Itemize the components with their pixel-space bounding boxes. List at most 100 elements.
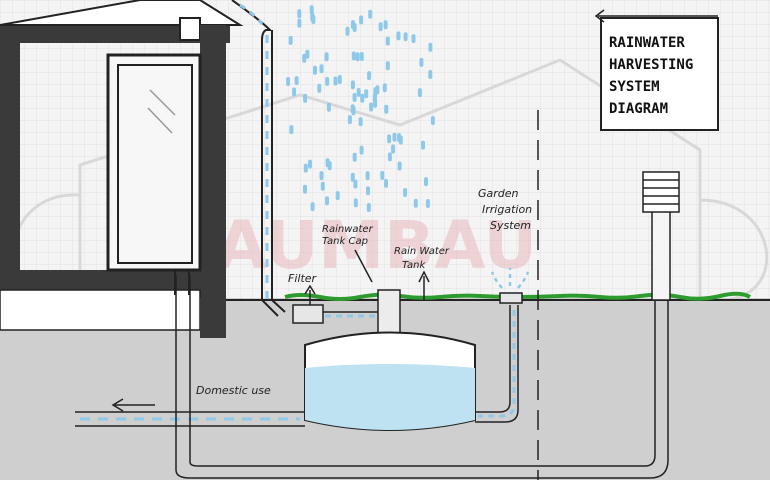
rain-drop xyxy=(319,171,324,181)
rain-drop xyxy=(411,34,416,44)
rain-drop xyxy=(359,15,364,25)
rain-drop xyxy=(425,199,430,208)
rain-drop xyxy=(365,171,370,181)
label-garden-2: Irrigation xyxy=(482,203,532,216)
rain-drop xyxy=(351,51,356,61)
rain-drop xyxy=(324,52,329,62)
rain-drop xyxy=(310,12,315,22)
rain-drop xyxy=(373,98,378,108)
label-tank-cap-2: Tank Cap xyxy=(322,236,368,247)
rain-drop xyxy=(353,198,358,208)
rain-drop xyxy=(364,89,369,99)
rain-drop xyxy=(337,75,342,84)
rain-drop xyxy=(333,76,338,86)
rain-drop xyxy=(356,87,361,97)
rain-drop xyxy=(430,116,435,125)
rain-drop xyxy=(385,36,390,46)
rain-drop xyxy=(288,35,293,45)
label-tank-2: Tank xyxy=(402,260,427,271)
label-filter: Filter xyxy=(288,272,318,285)
house xyxy=(0,0,244,338)
rain-drop xyxy=(292,87,297,97)
rain-drop xyxy=(413,198,418,208)
rain-drop xyxy=(353,179,358,189)
vent-stack xyxy=(642,171,680,301)
rain-drop xyxy=(366,186,370,196)
rain-drop xyxy=(350,104,355,114)
tank-cap xyxy=(377,289,401,336)
rain-drop xyxy=(320,181,325,191)
rain-drop xyxy=(428,42,433,52)
rain-drop xyxy=(384,178,388,188)
label-domestic-use: Domestic use xyxy=(196,384,271,397)
rain-drop xyxy=(305,49,310,59)
rain-drop xyxy=(308,159,312,169)
rain-drop xyxy=(375,85,380,95)
rain-drop xyxy=(310,202,315,212)
title-line-4: DIAGRAM xyxy=(609,101,668,117)
rain-drop xyxy=(421,140,425,150)
rain-drop xyxy=(359,52,364,61)
rain-drop xyxy=(289,125,294,135)
rain-drop xyxy=(384,104,389,114)
house-window xyxy=(106,53,202,272)
rain-drop xyxy=(378,22,383,32)
rain-drop xyxy=(355,52,360,62)
rain-drop xyxy=(360,93,365,103)
title-line-1: RAINWATER xyxy=(609,35,685,51)
rain-drop xyxy=(335,191,340,201)
rain-drop xyxy=(303,184,307,194)
rain-drop xyxy=(297,9,302,19)
rain-drop xyxy=(385,61,390,71)
rainwater-tank xyxy=(304,331,476,431)
rain-drop xyxy=(345,26,350,36)
rain-drop xyxy=(387,152,392,162)
rain-drop xyxy=(419,57,424,67)
label-garden-1: Garden xyxy=(478,187,519,200)
rain-drop xyxy=(417,88,422,98)
rain-drop xyxy=(313,65,317,75)
title-box xyxy=(600,17,719,131)
title-line-2: HARVESTING xyxy=(609,57,693,73)
rain-drop xyxy=(358,117,363,127)
rain-drop xyxy=(366,203,371,212)
label-tank-1: Rain Water xyxy=(394,246,450,257)
rain-drop xyxy=(303,163,308,173)
rain-drop xyxy=(303,93,308,103)
rain-drop xyxy=(428,70,433,79)
rain-drop xyxy=(369,102,374,112)
filter-box xyxy=(292,304,324,324)
label-garden-3: System xyxy=(490,219,531,232)
rain-drop xyxy=(326,102,331,112)
rain-drop xyxy=(350,80,355,90)
rain-drop xyxy=(294,76,299,86)
rain-drop xyxy=(325,76,330,86)
rain-drop xyxy=(392,132,397,142)
rain-drop xyxy=(317,83,322,93)
rain-drop xyxy=(359,145,364,155)
rain-drop xyxy=(383,20,388,30)
downpipe xyxy=(231,0,286,317)
domestic-arrow xyxy=(111,398,155,412)
rain-drop xyxy=(368,9,373,19)
rain-drop xyxy=(319,64,324,74)
rain-drop xyxy=(347,115,352,125)
rain-drop xyxy=(403,32,408,42)
rain-drop xyxy=(397,161,402,171)
rain-drop xyxy=(380,170,385,180)
rain-drop xyxy=(352,92,357,102)
rain xyxy=(286,5,435,212)
house-wall xyxy=(200,25,226,335)
rain-drop xyxy=(397,133,402,143)
garden-sprinkler xyxy=(499,292,523,304)
rain-drop xyxy=(352,152,357,162)
rain-drop xyxy=(325,196,329,206)
rain-drop xyxy=(325,158,330,168)
rain-drop xyxy=(391,144,396,154)
house-floor-slab xyxy=(0,270,200,290)
rain-drop xyxy=(302,53,307,63)
rain-drop xyxy=(351,20,355,30)
rain-drop xyxy=(286,77,291,86)
